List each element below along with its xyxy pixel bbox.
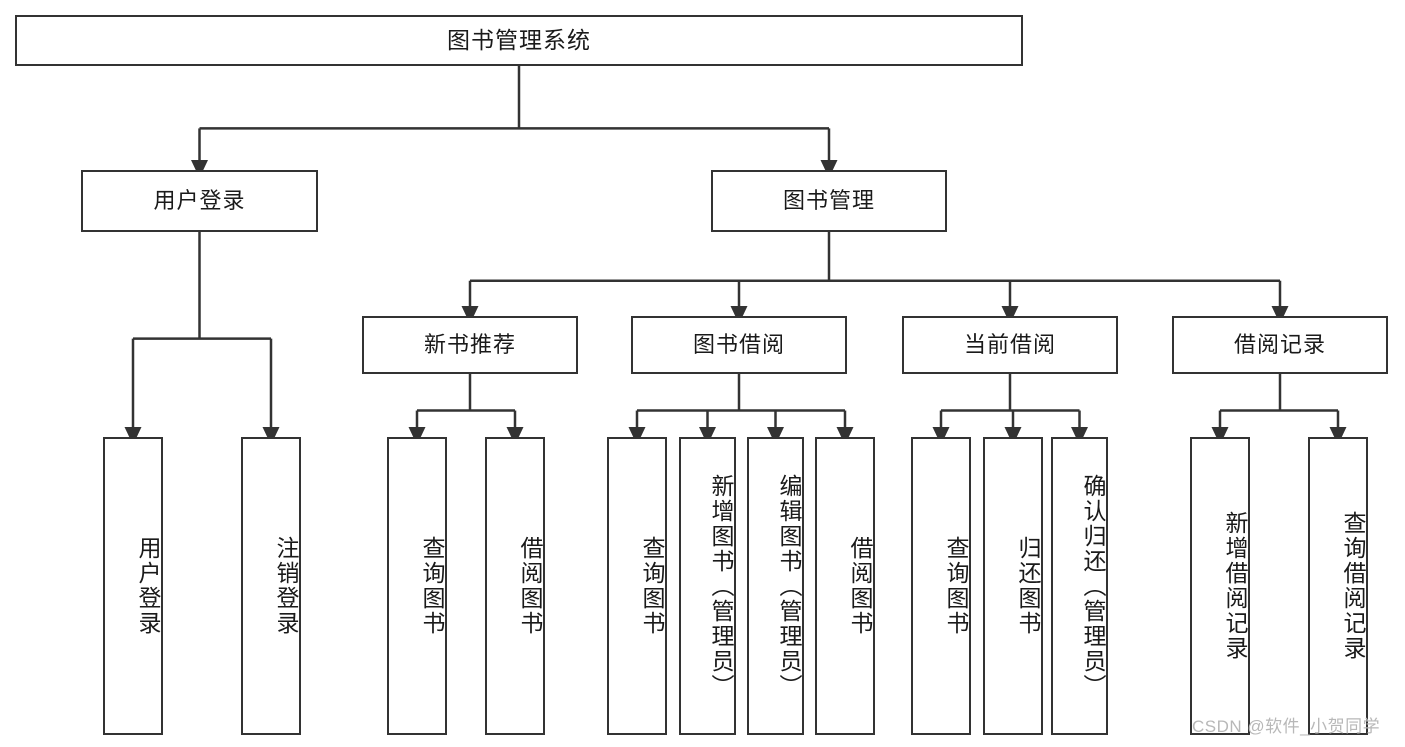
node-current-borrow-label: 当前借阅 [963, 331, 1056, 357]
node-leaf-query-book-3-label: 查询图书 [943, 536, 969, 636]
node-leaf-return-book[interactable]: 归还图书 [983, 437, 1043, 735]
node-leaf-user-login[interactable]: 用户登录 [103, 437, 163, 735]
node-user-login-label: 用户登录 [153, 187, 246, 213]
node-leaf-query-book-1[interactable]: 查询图书 [387, 437, 447, 735]
node-leaf-query-book-1-label: 查询图书 [419, 536, 445, 636]
node-leaf-edit-book-label: 编辑图书（管理员） [776, 473, 802, 699]
node-leaf-confirm-return[interactable]: 确认归还（管理员） [1051, 437, 1108, 735]
node-leaf-add-book-label: 新增图书（管理员） [708, 473, 734, 699]
node-leaf-logout-label: 注销登录 [273, 536, 299, 636]
node-new-book-recommend[interactable]: 新书推荐 [362, 316, 578, 374]
node-leaf-add-record[interactable]: 新增借阅记录 [1190, 437, 1250, 735]
node-user-login[interactable]: 用户登录 [81, 170, 318, 232]
node-leaf-add-book[interactable]: 新增图书（管理员） [679, 437, 736, 735]
node-leaf-borrow-book-1[interactable]: 借阅图书 [485, 437, 545, 735]
node-book-borrow[interactable]: 图书借阅 [631, 316, 847, 374]
node-book-management[interactable]: 图书管理 [711, 170, 947, 232]
node-root[interactable]: 图书管理系统 [15, 15, 1023, 66]
node-root-label: 图书管理系统 [447, 26, 591, 53]
node-leaf-user-login-label: 用户登录 [135, 536, 161, 636]
node-book-management-label: 图书管理 [782, 187, 875, 213]
node-leaf-add-record-label: 新增借阅记录 [1222, 511, 1248, 661]
csdn-watermark: CSDN @软件_小贺同学 [1192, 717, 1381, 736]
node-book-borrow-label: 图书借阅 [692, 331, 785, 357]
node-leaf-query-book-2-label: 查询图书 [639, 536, 665, 636]
node-new-book-recommend-label: 新书推荐 [423, 331, 516, 357]
node-leaf-query-book-2[interactable]: 查询图书 [607, 437, 667, 735]
node-leaf-query-record[interactable]: 查询借阅记录 [1308, 437, 1368, 735]
node-leaf-borrow-book-2-label: 借阅图书 [847, 536, 873, 636]
node-leaf-borrow-book-2[interactable]: 借阅图书 [815, 437, 875, 735]
node-leaf-query-book-3[interactable]: 查询图书 [911, 437, 971, 735]
node-leaf-confirm-return-label: 确认归还（管理员） [1080, 473, 1106, 699]
node-borrow-record[interactable]: 借阅记录 [1172, 316, 1388, 374]
node-borrow-record-label: 借阅记录 [1233, 331, 1326, 357]
node-leaf-edit-book[interactable]: 编辑图书（管理员） [747, 437, 804, 735]
node-leaf-return-book-label: 归还图书 [1015, 536, 1041, 636]
node-leaf-borrow-book-1-label: 借阅图书 [517, 536, 543, 636]
node-leaf-query-record-label: 查询借阅记录 [1340, 511, 1366, 661]
node-current-borrow[interactable]: 当前借阅 [902, 316, 1118, 374]
node-leaf-logout[interactable]: 注销登录 [241, 437, 301, 735]
